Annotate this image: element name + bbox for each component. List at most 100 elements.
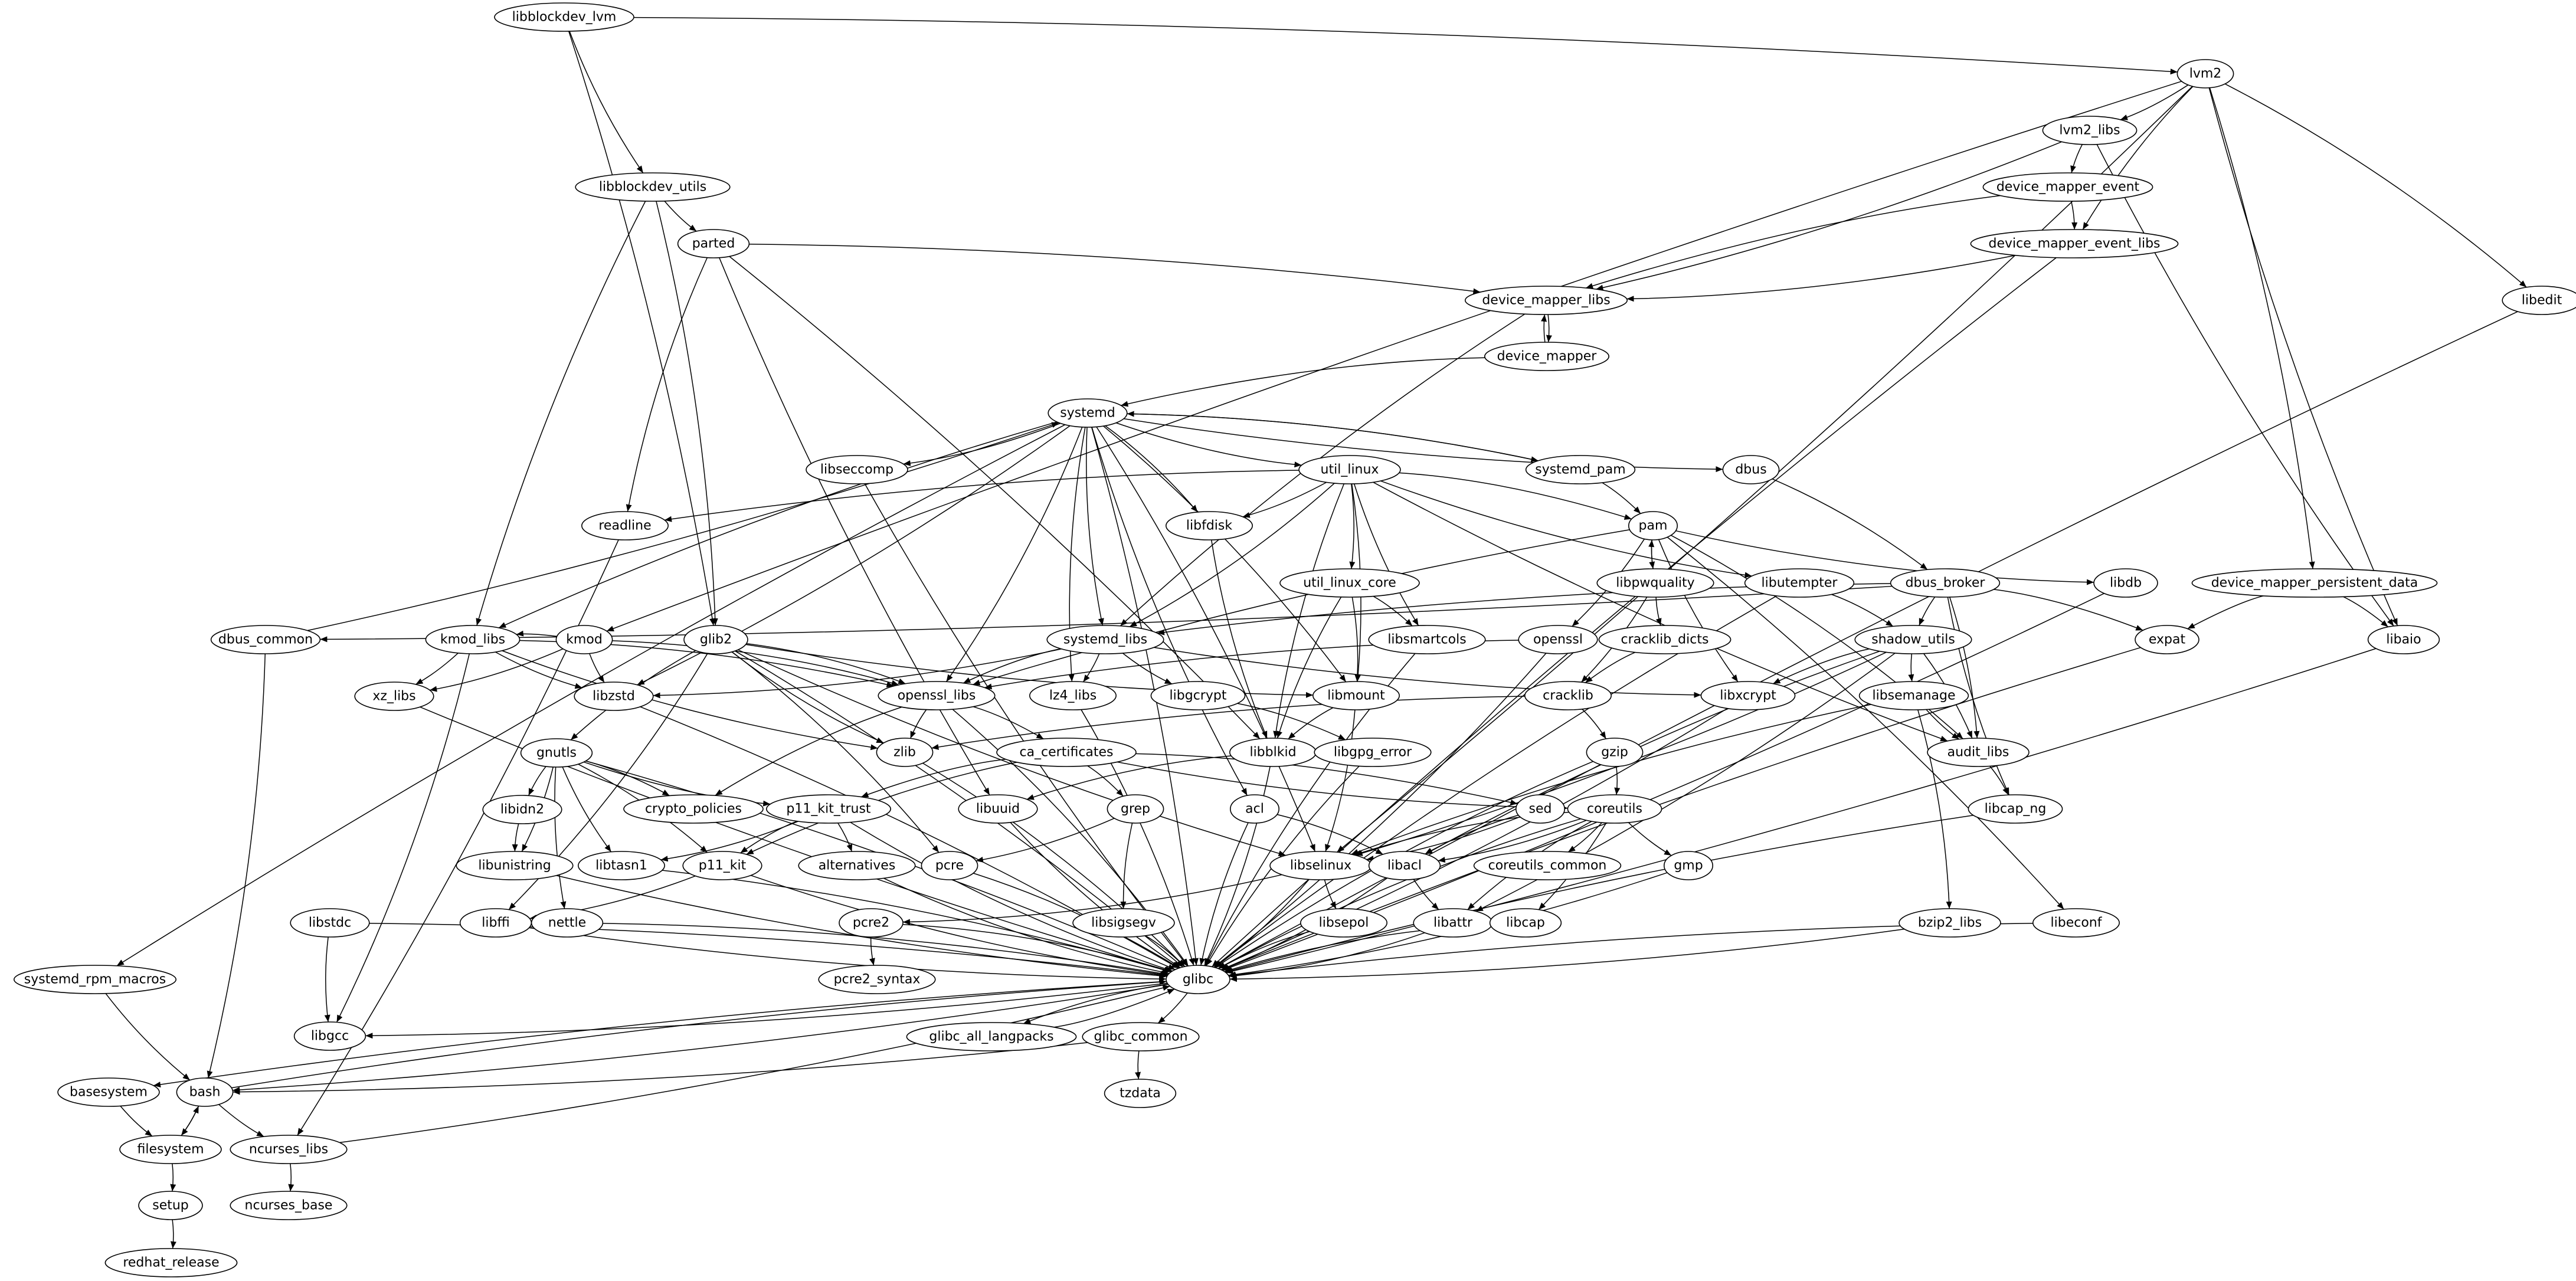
node-libpwquality[interactable]: libpwquality bbox=[1596, 568, 1714, 598]
node-gmp[interactable]: gmp bbox=[1664, 851, 1714, 880]
node-libfdisk[interactable]: libfdisk bbox=[1166, 511, 1253, 540]
node-libcap[interactable]: libcap bbox=[1489, 908, 1562, 938]
node-pcre2[interactable]: pcre2 bbox=[839, 908, 904, 938]
node-lvm2_libs[interactable]: lvm2_libs bbox=[2042, 116, 2138, 145]
node-libaio[interactable]: libaio bbox=[2367, 625, 2440, 654]
node-device_mapper_event_libs[interactable]: device_mapper_event_libs bbox=[1970, 229, 2179, 258]
node-label: libunistring bbox=[478, 859, 551, 873]
node-libblkid[interactable]: libblkid bbox=[1229, 738, 1317, 767]
node-dbus_common[interactable]: dbus_common bbox=[210, 625, 321, 654]
node-openssl_libs[interactable]: openssl_libs bbox=[878, 681, 996, 710]
edge-gnutls-to-nettle bbox=[554, 766, 567, 909]
node-libacl[interactable]: libacl bbox=[1368, 851, 1441, 880]
node-libsepol[interactable]: libsepol bbox=[1300, 908, 1388, 938]
node-util_linux_core[interactable]: util_linux_core bbox=[1279, 568, 1420, 598]
node-gnutls[interactable]: gnutls bbox=[520, 738, 593, 768]
node-zlib[interactable]: zlib bbox=[876, 738, 934, 767]
node-libmount[interactable]: libmount bbox=[1312, 681, 1400, 710]
node-libstdc[interactable]: libstdc bbox=[290, 908, 370, 938]
node-libxcrypt[interactable]: libxcrypt bbox=[1700, 681, 1796, 710]
node-libunistring[interactable]: libunistring bbox=[456, 851, 574, 880]
node-libdb[interactable]: libdb bbox=[2093, 568, 2158, 598]
node-acl[interactable]: acl bbox=[1230, 794, 1280, 824]
node-ncurses_libs[interactable]: ncurses_libs bbox=[230, 1135, 348, 1164]
node-redhat_release[interactable]: redhat_release bbox=[104, 1248, 238, 1277]
node-nettle[interactable]: nettle bbox=[531, 908, 604, 938]
node-pcre[interactable]: pcre bbox=[921, 851, 978, 880]
node-glibc_all_langpacks[interactable]: glibc_all_langpacks bbox=[906, 1022, 1077, 1051]
node-sed[interactable]: sed bbox=[1516, 794, 1566, 824]
node-shadow_utils[interactable]: shadow_utils bbox=[1854, 625, 1972, 654]
node-libffi[interactable]: libffi bbox=[459, 908, 532, 938]
node-device_mapper_persistent_data[interactable]: device_mapper_persistent_data bbox=[2191, 568, 2438, 598]
node-openssl[interactable]: openssl bbox=[1518, 625, 1598, 654]
node-label: tzdata bbox=[1120, 1086, 1161, 1101]
node-systemd_libs[interactable]: systemd_libs bbox=[1046, 625, 1164, 654]
node-tzdata[interactable]: tzdata bbox=[1104, 1079, 1177, 1108]
node-label: cracklib bbox=[1543, 689, 1593, 703]
node-systemd[interactable]: systemd bbox=[1048, 398, 1128, 428]
node-lvm2[interactable]: lvm2 bbox=[2176, 59, 2234, 89]
node-label: grep bbox=[1121, 802, 1150, 817]
node-libuuid[interactable]: libuuid bbox=[958, 794, 1038, 824]
node-ncurses_base[interactable]: ncurses_base bbox=[230, 1191, 348, 1220]
node-glibc_common[interactable]: glibc_common bbox=[1082, 1022, 1200, 1051]
node-audit_libs[interactable]: audit_libs bbox=[1927, 738, 2030, 767]
node-libcap_ng[interactable]: libcap_ng bbox=[1968, 794, 2063, 824]
node-libzstd[interactable]: libzstd bbox=[574, 682, 654, 711]
node-bzip2_libs[interactable]: bzip2_libs bbox=[1899, 908, 2001, 938]
node-libblockdev_lvm[interactable]: libblockdev_lvm bbox=[494, 2, 634, 32]
node-libidn2[interactable]: libidn2 bbox=[482, 795, 562, 824]
node-libtasn1[interactable]: libtasn1 bbox=[577, 851, 665, 880]
node-p11_kit[interactable]: p11_kit bbox=[682, 851, 762, 880]
node-coreutils[interactable]: coreutils bbox=[1567, 794, 1662, 824]
node-libeconf[interactable]: libeconf bbox=[2032, 908, 2120, 938]
node-util_linux[interactable]: util_linux bbox=[1298, 455, 1401, 484]
node-libselinux[interactable]: libselinux bbox=[1269, 851, 1372, 880]
node-dbus[interactable]: dbus bbox=[1722, 455, 1780, 484]
node-p11_kit_trust[interactable]: p11_kit_trust bbox=[766, 794, 892, 824]
node-basesystem[interactable]: basesystem bbox=[57, 1077, 160, 1107]
node-systemd_pam[interactable]: systemd_pam bbox=[1525, 455, 1636, 484]
node-parted[interactable]: parted bbox=[677, 229, 750, 258]
node-pam[interactable]: pam bbox=[1628, 511, 1678, 540]
node-readline[interactable]: readline bbox=[581, 511, 669, 540]
node-libgpg_error[interactable]: libgpg_error bbox=[1314, 738, 1432, 767]
node-libblockdev_utils[interactable]: libblockdev_utils bbox=[575, 172, 731, 202]
node-device_mapper[interactable]: device_mapper bbox=[1484, 342, 1610, 371]
node-glib2[interactable]: glib2 bbox=[683, 625, 748, 654]
node-cracklib[interactable]: cracklib bbox=[1524, 681, 1612, 710]
node-libsigsegv[interactable]: libsigsegv bbox=[1072, 908, 1175, 938]
node-expat[interactable]: expat bbox=[2135, 625, 2199, 654]
node-device_mapper_libs[interactable]: device_mapper_libs bbox=[1465, 286, 1628, 315]
node-ca_certificates[interactable]: ca_certificates bbox=[996, 738, 1137, 767]
node-systemd_rpm_macros[interactable]: systemd_rpm_macros bbox=[14, 965, 176, 994]
node-libedit[interactable]: libedit bbox=[2502, 286, 2576, 315]
node-libattr[interactable]: libattr bbox=[1413, 908, 1493, 938]
edge-lvm2_libs-to-device_mapper_libs bbox=[1596, 141, 2062, 291]
node-dbus_broker[interactable]: dbus_broker bbox=[1890, 568, 2001, 598]
node-setup[interactable]: setup bbox=[138, 1191, 203, 1220]
node-grep[interactable]: grep bbox=[1107, 794, 1164, 824]
node-coreutils_common[interactable]: coreutils_common bbox=[1473, 851, 1622, 880]
node-xz_libs[interactable]: xz_libs bbox=[354, 682, 434, 711]
node-kmod_libs[interactable]: kmod_libs bbox=[425, 625, 521, 654]
node-alternatives[interactable]: alternatives bbox=[798, 851, 916, 880]
node-bash[interactable]: bash bbox=[176, 1077, 234, 1107]
node-libsmartcols[interactable]: libsmartcols bbox=[1368, 625, 1486, 654]
node-libutempter[interactable]: libutempter bbox=[1744, 568, 1855, 598]
node-device_mapper_event[interactable]: device_mapper_event bbox=[1982, 172, 2153, 202]
node-libsemanage[interactable]: libsemanage bbox=[1858, 681, 1969, 710]
node-libgcc[interactable]: libgcc bbox=[293, 1021, 366, 1051]
node-pcre2_syntax[interactable]: pcre2_syntax bbox=[818, 965, 936, 994]
node-shape bbox=[2191, 568, 2438, 598]
node-lz4_libs[interactable]: lz4_libs bbox=[1029, 681, 1117, 710]
node-filesystem[interactable]: filesystem bbox=[119, 1135, 222, 1164]
node-libgcrypt[interactable]: libgcrypt bbox=[1150, 681, 1246, 710]
node-cracklib_dicts[interactable]: cracklib_dicts bbox=[1598, 625, 1731, 654]
node-crypto_policies[interactable]: crypto_policies bbox=[623, 794, 764, 824]
node-glibc[interactable]: glibc bbox=[1166, 965, 1230, 994]
node-libseccomp[interactable]: libseccomp bbox=[806, 455, 908, 484]
node-gzip[interactable]: gzip bbox=[1586, 738, 1644, 767]
node-kmod[interactable]: kmod bbox=[555, 625, 613, 654]
